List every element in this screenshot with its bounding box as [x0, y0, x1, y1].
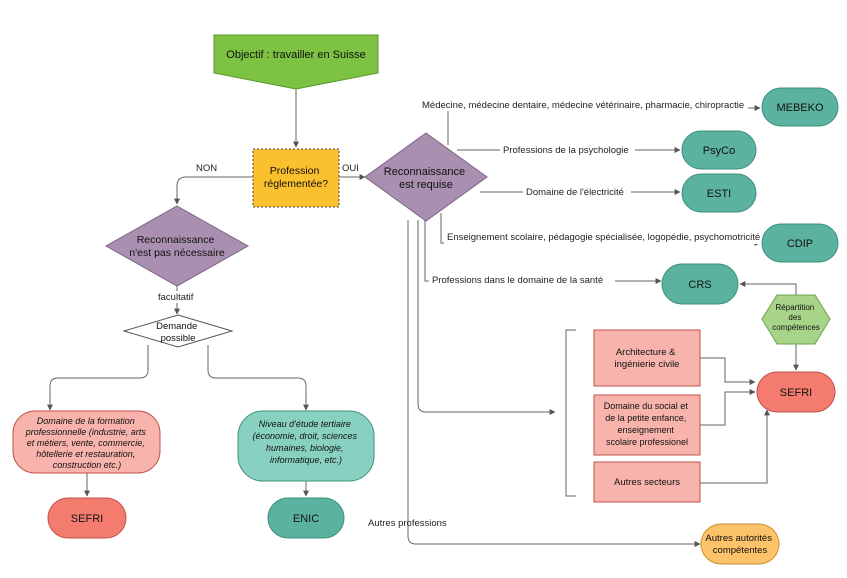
esti-label: ESTI	[707, 188, 731, 200]
edge-social-to-sefri	[700, 389, 756, 426]
svg-text:Domaine de la formation: Domaine de la formation professionnelle …	[25, 416, 149, 470]
label-psychologie: Professions de la psychologie	[503, 145, 629, 156]
crs-label: CRS	[688, 279, 711, 291]
archi-node[interactable]: Architecture & ingénierie civile	[593, 329, 701, 387]
sefri-left-label: SEFRI	[71, 513, 103, 525]
repartition-label-3: compétences	[772, 323, 820, 332]
vocational-node[interactable]: Domaine de la formation professionnelle …	[12, 410, 161, 474]
required-label-1: Reconnaissance	[384, 166, 465, 178]
edge-non	[174, 176, 253, 205]
svg-text:Reconnaissance est requi: Reconnaissance est requise	[384, 166, 468, 191]
psyco-node[interactable]: PsyCo	[681, 130, 757, 170]
autres-autorites-label-1: Autres autorités	[705, 533, 772, 544]
svg-text:Niveau d'étude tertiaire: Niveau d'étude tertiaire (économie, droi…	[252, 419, 359, 465]
archi-label-1: Architecture &	[616, 347, 676, 358]
cdip-label: CDIP	[787, 238, 813, 250]
autres-autorites-node[interactable]: Autres autorités compétentes	[700, 523, 780, 565]
edge-repartition-to-crs	[739, 281, 797, 295]
regulated-node[interactable]: Profession réglementée?	[252, 148, 340, 208]
svg-text:Profession réglementée?: Profession réglementée?	[264, 165, 328, 190]
sefri-right-label: SEFRI	[780, 387, 812, 399]
possible-label-2: possible	[161, 333, 196, 344]
edge-labels: NON OUI facultatif Médecine, médecine de…	[155, 99, 762, 529]
edge-possible-to-tertiary	[207, 345, 309, 411]
edge-group	[417, 220, 556, 415]
edge-archi-to-sefri	[700, 357, 756, 385]
group-brace	[565, 329, 576, 497]
svg-text:Autres autorités compéte: Autres autorités compétentes	[705, 533, 774, 556]
cdip-node[interactable]: CDIP	[761, 223, 839, 263]
autres-secteurs-label: Autres secteurs	[614, 477, 680, 488]
psyco-label: PsyCo	[703, 145, 735, 157]
sefri-left-node[interactable]: SEFRI	[47, 497, 127, 539]
repartition-label-1: Répartition	[776, 303, 815, 312]
svg-text:Domaine du social et de: Domaine du social et de la petite enfanc…	[604, 401, 691, 447]
edge-crs	[424, 220, 662, 284]
edge-possible-to-vocational	[47, 345, 149, 411]
vocational-label-4: hôtellerie et restauration,	[36, 449, 135, 459]
edge-autres	[407, 220, 701, 547]
mebeko-node[interactable]: MEBEKO	[761, 87, 839, 127]
svg-text:Répartition des co: Répartition des compétences	[772, 303, 820, 332]
required-label-2: est requise	[399, 179, 453, 191]
not-required-node[interactable]: Reconnaissance n'est pas nécessaire	[104, 205, 250, 287]
vocational-label-2: professionnelle (industrie, arts	[25, 427, 147, 437]
social-node[interactable]: Domaine du social et de la petite enfanc…	[593, 394, 701, 456]
enic-node[interactable]: ENIC	[267, 497, 345, 539]
tertiary-label-3: humaines, biologie,	[266, 443, 344, 453]
label-non: NON	[196, 163, 217, 174]
regulated-label-2: réglementée?	[264, 178, 328, 190]
archi-label-2: ingénierie civile	[615, 359, 680, 370]
repartition-label-2: des	[788, 313, 801, 322]
social-label-4: scolaire professionel	[606, 437, 688, 447]
mebeko-label: MEBEKO	[776, 102, 824, 114]
enic-label: ENIC	[293, 513, 319, 525]
not-required-label-2: n'est pas nécessaire	[129, 247, 225, 259]
svg-text:Demande possible: Demande possible	[156, 321, 200, 344]
vocational-label-5: construction etc.)	[53, 460, 122, 470]
not-required-label-1: Reconnaissance	[137, 234, 215, 246]
tertiary-node[interactable]: Niveau d'étude tertiaire (économie, droi…	[237, 410, 375, 482]
sefri-right-node[interactable]: SEFRI	[756, 371, 836, 413]
possible-node[interactable]: Demande possible	[122, 314, 234, 348]
tertiary-label-4: informatique, etc.)	[270, 455, 342, 465]
label-autres-professions: Autres professions	[368, 518, 447, 529]
vocational-label-3: et métiers, vente, commercie,	[27, 438, 145, 448]
autres-autorites-label-2: compétentes	[713, 545, 768, 556]
label-oui: OUI	[342, 163, 359, 174]
required-node[interactable]: Reconnaissance est requise	[364, 132, 488, 222]
label-sante: Professions dans le domaine de la santé	[432, 275, 603, 286]
social-label-1: Domaine du social et	[604, 401, 689, 411]
edge-autres-secteurs-to-sefri	[700, 409, 770, 484]
vocational-label-1: Domaine de la formation	[37, 416, 135, 426]
tertiary-label-1: Niveau d'étude tertiaire	[259, 419, 351, 429]
label-electricite: Domaine de l'électricité	[526, 187, 624, 198]
label-medecine: Médecine, médecine dentaire, médecine vé…	[422, 100, 744, 111]
label-facultatif: facultatif	[158, 292, 194, 303]
esti-node[interactable]: ESTI	[681, 173, 757, 213]
autres-secteurs-node[interactable]: Autres secteurs	[593, 461, 701, 503]
svg-text:Architecture & ingénieri: Architecture & ingénierie civile	[615, 347, 680, 370]
social-label-3: enseignement	[617, 425, 674, 435]
repartition-node[interactable]: Répartition des compétences	[761, 294, 831, 345]
start-node[interactable]: Objectif : travailler en Suisse	[213, 34, 379, 90]
social-label-2: de la petite enfance,	[605, 413, 686, 423]
crs-node[interactable]: CRS	[661, 263, 739, 305]
label-enseignement: Enseignement scolaire, pédagogie spécial…	[447, 232, 760, 243]
possible-label-1: Demande	[156, 321, 197, 332]
tertiary-label-2: (économie, droit, sciences	[252, 431, 357, 441]
start-node-label: Objectif : travailler en Suisse	[226, 49, 365, 61]
svg-text:Reconnaissance n'est pas: Reconnaissance n'est pas nécessaire	[129, 234, 225, 259]
regulated-label-1: Profession	[270, 165, 320, 177]
